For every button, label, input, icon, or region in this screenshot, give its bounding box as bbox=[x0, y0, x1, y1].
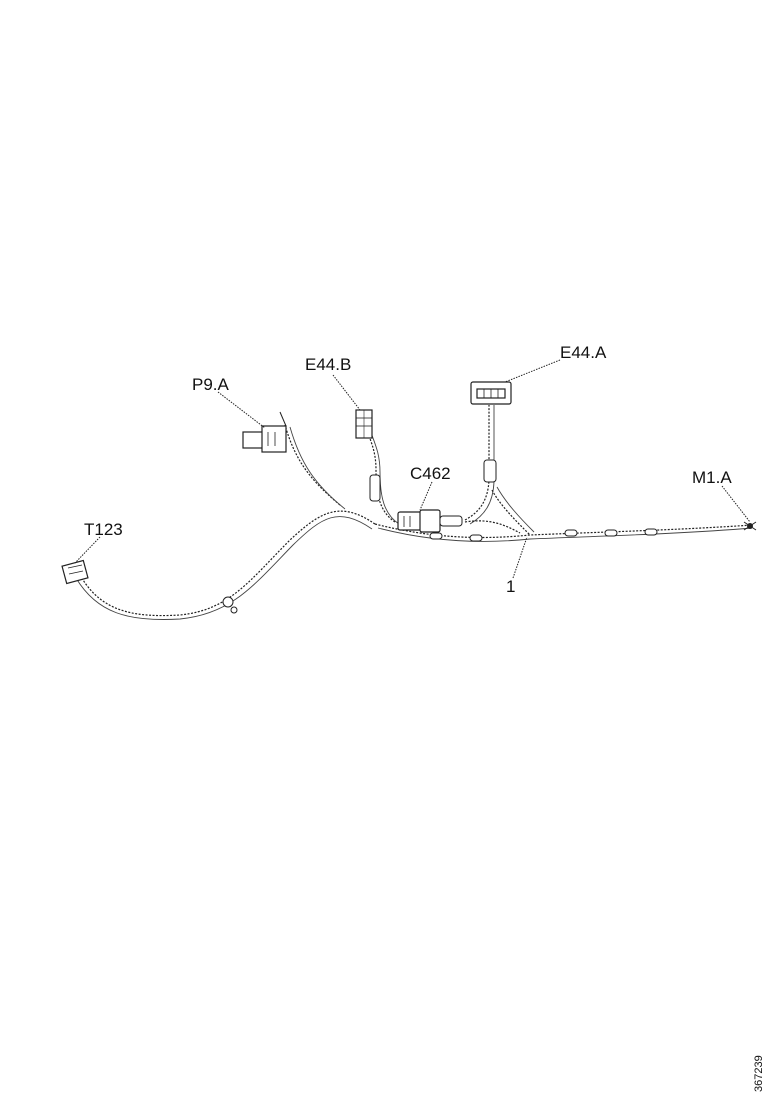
label-t123: T123 bbox=[84, 520, 123, 539]
label-m1a: M1.A bbox=[692, 468, 732, 487]
label-e44a: E44.A bbox=[560, 343, 607, 362]
branch-clip bbox=[222, 596, 238, 614]
harness-clip bbox=[429, 532, 443, 540]
harness-clip bbox=[469, 534, 483, 542]
harness-clip bbox=[604, 529, 618, 537]
label-c462: C462 bbox=[410, 464, 451, 483]
harness-clip bbox=[644, 528, 658, 536]
branch-t123 bbox=[61, 510, 376, 620]
branch-e44b bbox=[355, 409, 400, 525]
connector-m1a bbox=[743, 521, 757, 531]
label-item-1: 1 bbox=[506, 577, 515, 596]
figure-id: 367239 bbox=[753, 1055, 765, 1092]
connector-c462 bbox=[397, 509, 463, 533]
harness-clip bbox=[369, 474, 381, 502]
harness-clip bbox=[564, 529, 578, 537]
label-p9a: P9.A bbox=[192, 375, 230, 394]
leader-lines bbox=[74, 359, 751, 579]
connector-p9a bbox=[242, 411, 287, 453]
connector-e44b bbox=[355, 409, 373, 439]
branch-p9a bbox=[242, 411, 346, 510]
harness-trunk bbox=[374, 523, 753, 542]
connector-t123 bbox=[61, 559, 89, 585]
branch-e44a bbox=[464, 381, 535, 536]
connector-e44a bbox=[470, 381, 512, 405]
harness-clip bbox=[483, 459, 497, 483]
label-e44b: E44.B bbox=[305, 355, 351, 374]
